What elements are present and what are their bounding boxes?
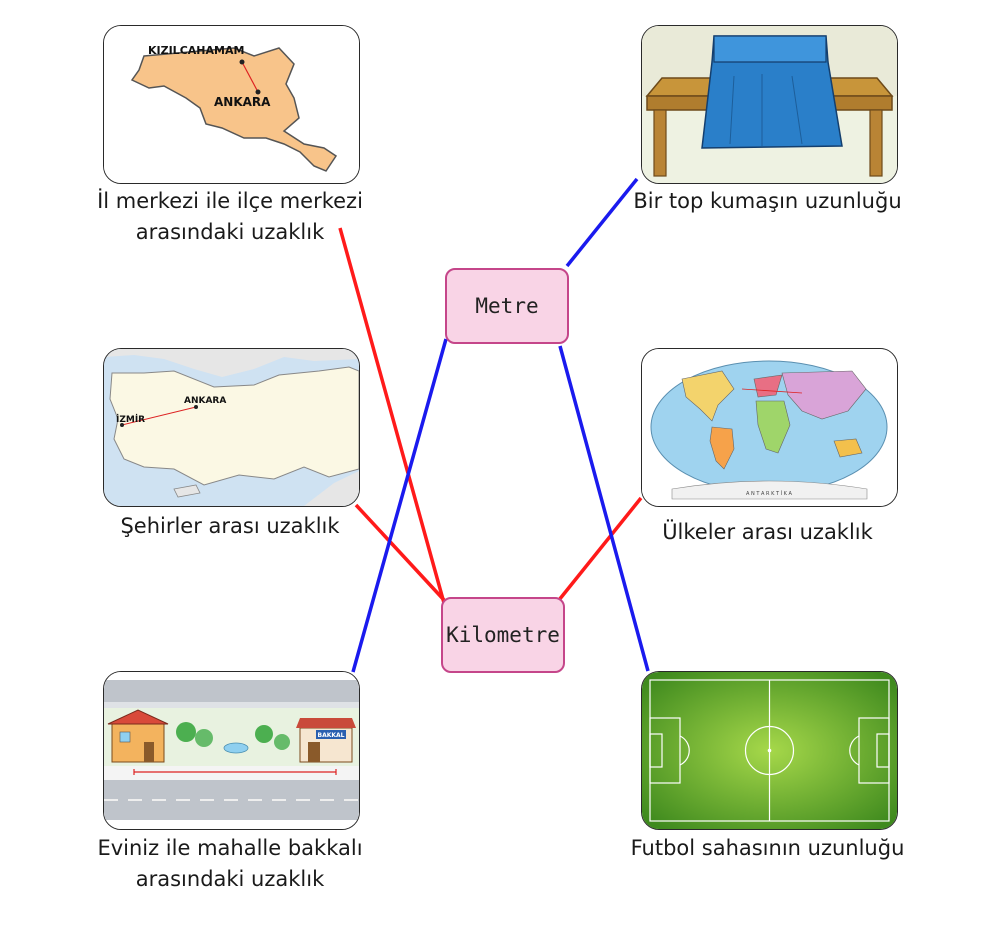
caption-line: Bir top kumaşın uzunluğu bbox=[633, 189, 902, 213]
park-pond bbox=[223, 742, 249, 754]
turkey-map-card: ANKARA İZMİR bbox=[103, 348, 360, 507]
caption-line: arasındaki uzaklık bbox=[135, 867, 325, 891]
kilometre-label: Kilometre bbox=[446, 623, 560, 647]
province-map-card: KIZILCAHAMAM ANKARA bbox=[103, 25, 360, 184]
fabric-card bbox=[641, 25, 898, 184]
turkey-shape bbox=[109, 366, 359, 486]
football-pitch-image bbox=[642, 672, 897, 829]
city-point bbox=[255, 89, 261, 95]
connector-province-map-to-kilometre bbox=[338, 227, 446, 604]
turkey-map-caption: Şehirler arası uzaklık bbox=[80, 511, 380, 542]
province-map-caption: İl merkezi ile ilçe merkezi arasındaki u… bbox=[80, 186, 380, 248]
ankara-point bbox=[194, 405, 198, 409]
map-label-city: ANKARA bbox=[214, 95, 271, 109]
map-label-ankara: ANKARA bbox=[184, 396, 226, 406]
table-leg bbox=[869, 109, 883, 177]
connector-turkey-map-to-kilometre bbox=[354, 503, 446, 602]
map-label-izmir: İZMİR bbox=[116, 414, 145, 425]
caption-line: arasındaki uzaklık bbox=[135, 220, 325, 244]
caption-line: Futbol sahasının uzunluğu bbox=[630, 836, 905, 860]
continent-south-america bbox=[709, 426, 735, 470]
izmir-point bbox=[120, 423, 124, 427]
world-map-card: A N T A R K T İ K A bbox=[641, 348, 898, 507]
world-map-caption: Ülkeler arası uzaklık bbox=[615, 517, 920, 548]
province-shape bbox=[130, 47, 338, 172]
shop-sign bbox=[316, 730, 346, 739]
fabric-image bbox=[642, 26, 897, 183]
connector-world-map-to-kilometre bbox=[557, 496, 643, 602]
caption-line: Şehirler arası uzaklık bbox=[120, 514, 340, 538]
street-image: BAKKAL bbox=[104, 672, 359, 829]
continent-australia bbox=[833, 438, 863, 458]
football-card bbox=[641, 671, 898, 830]
street-caption: Eviniz ile mahalle bakkalı arasındaki uz… bbox=[80, 833, 380, 895]
connector-street-to-metre bbox=[351, 338, 448, 673]
province-map-image: KIZILCAHAMAM ANKARA bbox=[104, 26, 359, 183]
world-map-image: A N T A R K T İ K A bbox=[642, 349, 897, 506]
caption-line: İl merkezi ile ilçe merkezi bbox=[97, 189, 363, 213]
pitch-markings bbox=[649, 679, 890, 822]
kilometre-box[interactable]: Kilometre bbox=[441, 597, 565, 673]
house bbox=[111, 723, 165, 763]
football-caption: Futbol sahasının uzunluğu bbox=[615, 833, 920, 864]
continent-africa bbox=[755, 400, 791, 454]
map-label-district: KIZILCAHAMAM bbox=[148, 44, 244, 57]
street-card: BAKKAL bbox=[103, 671, 360, 830]
fabric-caption: Bir top kumaşın uzunluğu bbox=[615, 186, 920, 217]
continent-asia bbox=[781, 370, 867, 420]
district-point bbox=[239, 59, 245, 65]
caption-line: Eviniz ile mahalle bakkalı bbox=[97, 836, 363, 860]
caption-line: Ülkeler arası uzaklık bbox=[662, 520, 873, 544]
shop-sign-text: BAKKAL bbox=[318, 732, 345, 739]
continent-north-america bbox=[681, 370, 735, 422]
turkey-map-image: ANKARA İZMİR bbox=[104, 349, 359, 506]
metre-box[interactable]: Metre bbox=[445, 268, 569, 344]
connector-fabric-to-metre bbox=[565, 177, 639, 268]
map-label-antarctica: A N T A R K T İ K A bbox=[746, 490, 793, 497]
metre-label: Metre bbox=[475, 294, 539, 318]
table-leg bbox=[653, 109, 667, 177]
connector-football-to-metre bbox=[558, 345, 650, 672]
road-top bbox=[104, 680, 359, 702]
